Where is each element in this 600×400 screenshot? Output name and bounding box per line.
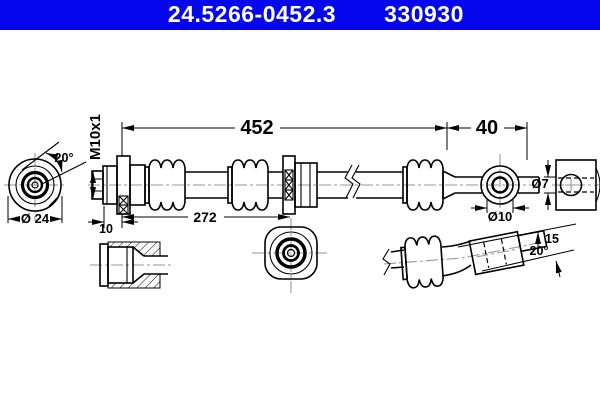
left-end-view xyxy=(8,141,87,212)
mid-length-label: 272 xyxy=(193,209,217,225)
pipe-diameter-label: Ø7 xyxy=(531,176,548,191)
title-bar: 24.5266-0452.3 330930 xyxy=(0,0,600,30)
overall-length-label: 452 xyxy=(240,117,273,139)
flange-diameter-label: Ø 24 xyxy=(21,211,50,226)
crimp-marks-left xyxy=(118,195,129,215)
thread-length-label: 10 xyxy=(99,222,113,236)
bracket-offset-label: 15 xyxy=(545,232,559,246)
break-symbol xyxy=(344,164,354,199)
thread-size-label: M10x1 xyxy=(87,114,104,160)
right-end-view xyxy=(555,159,600,211)
banjo-fitting xyxy=(480,165,520,205)
angled-bracket-view xyxy=(382,223,577,289)
bracket-angle-label: 20° xyxy=(530,244,549,258)
banjo-bore-label: Ø10 xyxy=(488,209,513,224)
dimension-labels: 452 40 272 10 Ø 24 20° M10x1 Ø10 Ø7 15 2… xyxy=(21,114,559,258)
end-length-label: 40 xyxy=(476,117,498,139)
part-number: 24.5266-0452.3 xyxy=(167,1,337,27)
thread-section-view xyxy=(99,241,168,289)
reference-number: 330930 xyxy=(384,1,464,27)
bracket-end-view xyxy=(264,226,318,280)
dimension-lines xyxy=(7,122,556,228)
flange-angle-label: 20° xyxy=(55,151,74,165)
